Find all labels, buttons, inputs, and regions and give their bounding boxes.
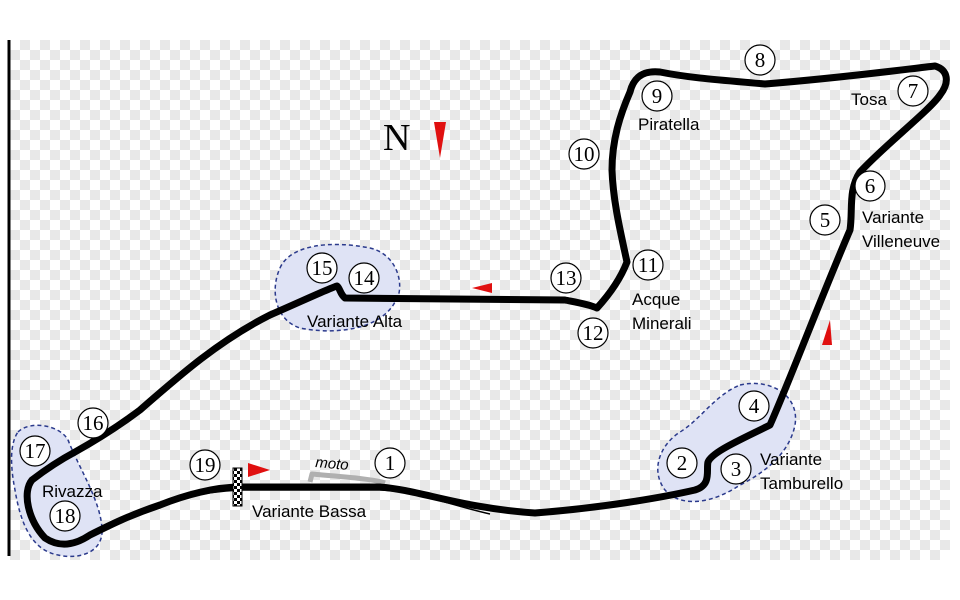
direction-arrow-north <box>434 122 446 158</box>
turn-19-label: 19 <box>195 453 216 477</box>
turn-11-label: 11 <box>638 253 658 277</box>
moto-path <box>307 471 386 486</box>
turn-15-marker: 15 <box>306 252 338 284</box>
moto-label: moto <box>315 454 350 474</box>
label-piratella: Piratella <box>638 115 700 134</box>
turn-5-marker: 5 <box>809 204 841 236</box>
turn-7-label: 7 <box>908 79 919 103</box>
turn-8-marker: 8 <box>744 44 776 76</box>
turn-9-label: 9 <box>652 84 663 108</box>
turn-9-marker: 9 <box>641 80 673 112</box>
turn-6-label: 6 <box>865 174 876 198</box>
turn-14-marker: 14 <box>348 262 380 294</box>
turn-16-label: 16 <box>83 411 104 435</box>
turn-15-label: 15 <box>312 256 333 280</box>
direction-arrow-tamburello-straight <box>822 320 832 345</box>
turn-13-label: 13 <box>556 266 577 290</box>
label-tosa: Tosa <box>851 90 887 109</box>
turn-6-marker: 6 <box>854 170 886 202</box>
turn-4-label: 4 <box>749 394 760 418</box>
turn-1-label: 1 <box>385 451 396 475</box>
turn-13-marker: 13 <box>550 262 582 294</box>
label-acque-minerali-line1: Acque <box>632 290 680 309</box>
turn-17-label: 17 <box>25 439 46 463</box>
label-tamburello-line1: Variante <box>760 450 822 469</box>
north-label: N <box>383 117 410 159</box>
start-finish-flag <box>232 467 243 507</box>
label-variante-bassa: Variante Bassa <box>252 502 367 521</box>
label-rivazza: Rivazza <box>42 482 103 501</box>
turn-numbers: 1 2 3 4 5 6 7 8 9 10 11 12 13 14 15 16 1… <box>19 44 929 532</box>
turn-14-label: 14 <box>354 266 376 290</box>
turn-10-marker: 10 <box>568 138 600 170</box>
turn-12-marker: 12 <box>577 317 609 349</box>
turn-2-marker: 2 <box>666 447 698 479</box>
track-outline <box>23 62 950 548</box>
turn-5-label: 5 <box>820 208 831 232</box>
turn-19-marker: 19 <box>189 449 221 481</box>
turn-8-label: 8 <box>755 48 766 72</box>
label-villeneuve-line2: Villeneuve <box>862 232 940 251</box>
label-variante-alta: Variante Alta <box>307 312 403 331</box>
turn-16-marker: 16 <box>77 407 109 439</box>
turn-17-marker: 17 <box>19 435 51 467</box>
turn-10-label: 10 <box>574 142 595 166</box>
label-villeneuve-line1: Variante <box>862 208 924 227</box>
turn-3-label: 3 <box>731 457 742 481</box>
label-tamburello-line2: Tamburello <box>760 474 843 493</box>
turn-4-marker: 4 <box>738 390 770 422</box>
turn-3-marker: 3 <box>720 453 752 485</box>
turn-1-marker: 1 <box>374 447 406 479</box>
label-acque-minerali-line2: Minerali <box>632 314 692 333</box>
turn-12-label: 12 <box>583 321 604 345</box>
direction-arrow-back-straight <box>472 283 492 293</box>
turn-18-marker: 18 <box>49 500 81 532</box>
turn-11-marker: 11 <box>632 249 664 281</box>
turn-2-label: 2 <box>677 451 688 475</box>
turn-18-label: 18 <box>55 504 76 528</box>
direction-arrow-start <box>248 463 270 477</box>
turn-7-marker: 7 <box>897 75 929 107</box>
